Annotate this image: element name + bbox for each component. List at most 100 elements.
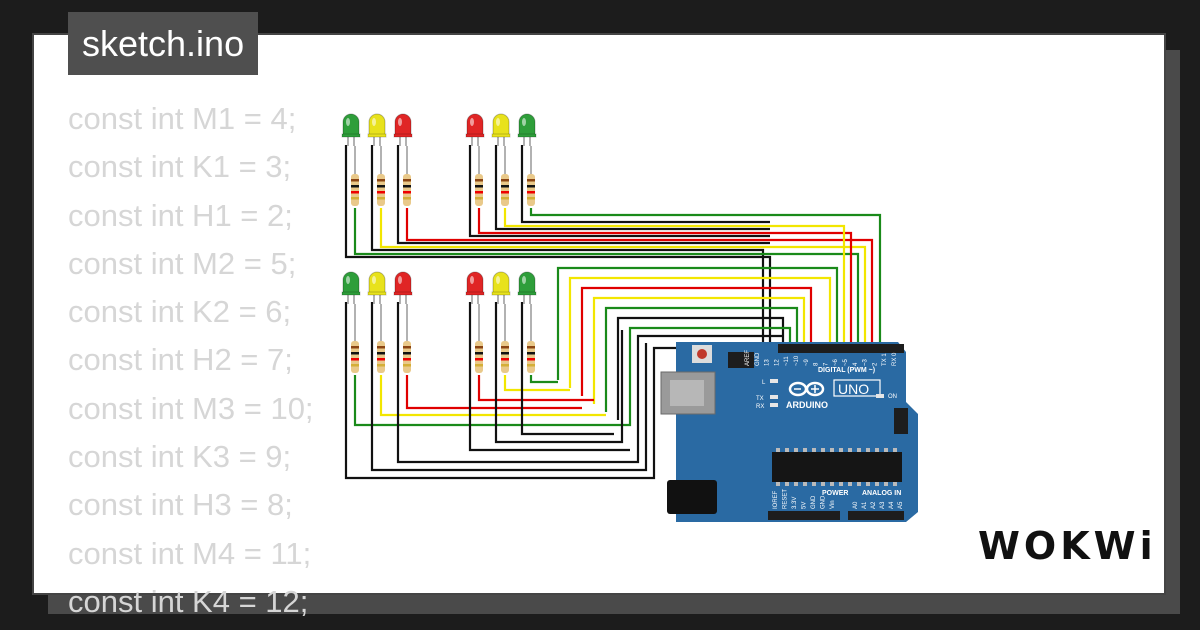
- power-pin-label: A4: [889, 501, 895, 509]
- digital-header: [778, 344, 904, 353]
- led[interactable]: [517, 113, 537, 146]
- code-line: const int H1 = 2;: [68, 197, 293, 233]
- wire: [370, 145, 765, 344]
- resistor[interactable]: [377, 304, 385, 373]
- code-line: const int M1 = 4;: [68, 101, 297, 136]
- brand-label: ARDUINO: [786, 400, 828, 410]
- resistor[interactable]: [403, 146, 411, 206]
- model-label: UNO: [838, 381, 869, 397]
- wire: [503, 375, 570, 392]
- wire: [520, 302, 614, 436]
- wire: [494, 145, 770, 231]
- wire: [353, 326, 792, 427]
- digital-label: DIGITAL (PWM ~): [818, 367, 875, 374]
- wire: [520, 145, 770, 224]
- led[interactable]: [491, 271, 511, 304]
- tx-led-indicator: [770, 395, 778, 399]
- wire: [503, 208, 846, 344]
- power-jack: [667, 480, 717, 514]
- wire: [468, 302, 630, 452]
- uno-badge: [833, 379, 881, 397]
- resistor[interactable]: [501, 304, 509, 373]
- code-line: const int K1 = 3;: [68, 149, 292, 185]
- code-line: const int M2 = 5;: [68, 245, 297, 281]
- wokwi-logo: WOKWi: [978, 524, 1157, 568]
- wire: [556, 266, 839, 380]
- digital-pin-label: ~10: [794, 355, 800, 366]
- resistor[interactable]: [501, 146, 509, 206]
- led[interactable]: [465, 271, 485, 304]
- led[interactable]: [341, 271, 361, 304]
- wire: [405, 375, 582, 410]
- code-preview: const int M1 = 4; const int K1 = 3; const …: [68, 95, 314, 626]
- power-pin-label: A3: [880, 501, 886, 509]
- digital-pin-label: GND: [755, 352, 761, 366]
- wires: [344, 145, 882, 480]
- led[interactable]: [491, 113, 511, 146]
- l-led-label: L: [762, 380, 766, 386]
- digital-pin-label: TX 1: [882, 353, 888, 366]
- icsp-header-right: [894, 408, 908, 434]
- wire: [616, 316, 785, 420]
- code-line: const int M3 = 10;: [68, 390, 314, 426]
- sketch-file-tab[interactable]: sketch.ino: [68, 12, 259, 75]
- digital-pin-label: ~5: [843, 358, 849, 366]
- power-pin-label: GND: [821, 495, 827, 509]
- wire: [477, 208, 853, 344]
- arduino-logo-icon: [788, 381, 825, 397]
- led[interactable]: [367, 271, 387, 304]
- resistor[interactable]: [377, 146, 385, 206]
- wire: [568, 276, 832, 388]
- wire: [592, 296, 806, 404]
- wire: [353, 208, 860, 344]
- wire: [494, 302, 624, 444]
- led[interactable]: [393, 271, 413, 304]
- digital-pin-label: 8: [814, 362, 820, 366]
- power-label: POWER: [822, 490, 848, 497]
- wire: [529, 375, 558, 384]
- usb-port-inner: [670, 380, 704, 406]
- led[interactable]: [393, 113, 413, 146]
- digital-pin-label: 4: [853, 362, 859, 366]
- on-led-indicator: [876, 394, 884, 398]
- l-led-indicator: [770, 379, 778, 383]
- power-pin-label: RESET: [783, 489, 789, 509]
- wire: [344, 145, 772, 344]
- wire: [396, 302, 783, 464]
- power-pin-label: IOREF: [773, 490, 779, 509]
- leds: [341, 113, 537, 304]
- wire: [379, 208, 867, 344]
- led[interactable]: [465, 113, 485, 146]
- wire: [604, 306, 799, 412]
- led[interactable]: [517, 271, 537, 304]
- resistor[interactable]: [403, 304, 411, 373]
- preview-card: const int M1 = 4; const int K1 = 3; const …: [32, 33, 1166, 619]
- wire: [405, 208, 874, 344]
- digital-pin-label: ~6: [833, 358, 839, 366]
- power-pin-label: GND: [811, 495, 817, 509]
- led[interactable]: [341, 113, 361, 146]
- resistor[interactable]: [527, 146, 535, 206]
- resistor[interactable]: [527, 304, 535, 373]
- code-line: const int K3 = 9;: [68, 439, 292, 475]
- resistor[interactable]: [475, 304, 483, 373]
- resistor[interactable]: [475, 146, 483, 206]
- code-line: const int K4 = 12;: [68, 583, 309, 619]
- led[interactable]: [367, 113, 387, 146]
- power-pin-label: 5V: [802, 502, 808, 509]
- resistor[interactable]: [351, 146, 359, 206]
- digital-pin-label: RX 0: [892, 352, 898, 366]
- resistor[interactable]: [351, 304, 359, 373]
- wire: [529, 208, 882, 344]
- digital-pin-label: 7: [823, 362, 829, 366]
- analog-label: ANALOG IN: [862, 490, 901, 497]
- wire: [468, 145, 770, 238]
- power-pin-label: A5: [898, 501, 904, 509]
- code-line: const int K2 = 6;: [68, 294, 292, 330]
- microcontroller-chip: [772, 452, 902, 482]
- rx-led-label: RX: [756, 404, 764, 410]
- reset-button[interactable]: [697, 349, 707, 359]
